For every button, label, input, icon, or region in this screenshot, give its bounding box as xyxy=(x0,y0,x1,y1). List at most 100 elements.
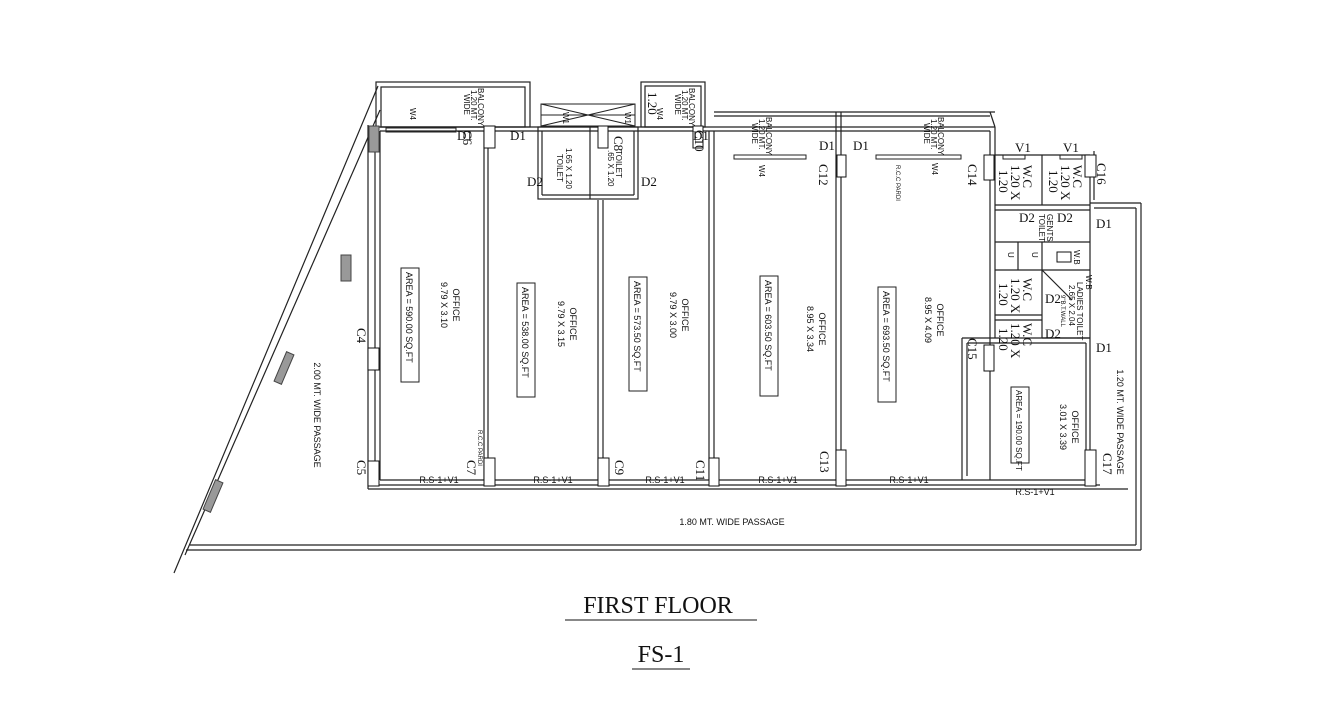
wc-size2: 1.20 xyxy=(996,283,1011,306)
column-label-c8: C8 xyxy=(611,136,626,151)
wash-basin xyxy=(1056,251,1072,263)
balcony-wide: WIDE xyxy=(922,123,931,144)
door-label-d1: D1 xyxy=(1096,216,1112,231)
window-label-v1: V1 xyxy=(1015,140,1031,155)
toilet-size: .65 X 1.20 xyxy=(606,150,615,187)
front-passage-label: 1.80 MT. WIDE PASSAGE xyxy=(679,517,784,527)
column-label-c15: C15 xyxy=(965,338,980,360)
door-label-d2: D2 xyxy=(1045,326,1061,341)
balcony-label: BALCONY xyxy=(476,88,485,127)
office-1-area: AREA = 590.00 SQ.FT xyxy=(404,272,414,363)
toilet-label: TOILET xyxy=(555,154,564,182)
toilet-size: 1.65 X 1.20 xyxy=(564,148,573,189)
door-label-d1: D1 xyxy=(693,128,709,143)
balcony-wide: WIDE xyxy=(750,123,759,144)
office-4-area: AREA = 603.50 SQ.FT xyxy=(763,280,773,371)
gents-toilet-label: GENTS xyxy=(1045,214,1054,242)
door-label-d1: D1 xyxy=(457,128,473,143)
column-label-c12: C12 xyxy=(816,164,831,186)
balcony-size: 1.20 MT. xyxy=(469,90,478,121)
door-label-d1: D1 xyxy=(510,128,526,143)
office-2-name: OFFICE xyxy=(568,308,578,341)
column-label-c9: C9 xyxy=(612,460,627,475)
column-marker xyxy=(368,125,380,153)
small-dimension: 1.20 xyxy=(645,92,660,115)
window-label-w4: W4 xyxy=(655,108,664,121)
drawing-code: FS-1 xyxy=(638,642,685,668)
column-marker xyxy=(692,125,704,149)
wc-label: W.C xyxy=(1070,165,1085,188)
toilet-label: TOILET xyxy=(614,150,623,178)
column-marker xyxy=(708,457,720,487)
wc-size2: 1.20 xyxy=(996,170,1011,193)
balcony-label: BALCONY xyxy=(687,88,696,127)
wc-size: 1.20 X xyxy=(1008,323,1023,359)
wc-size: 1.20 X xyxy=(1058,165,1073,201)
wc-label: W.C xyxy=(1020,165,1035,188)
wc-size2: 1.20 xyxy=(1046,170,1061,193)
column-label-c4: C4 xyxy=(354,328,369,344)
office-3-dims: 9.79 X 3.00 xyxy=(668,292,678,338)
right-passage-label: 1.20 MT. WIDE PASSAGE xyxy=(1115,369,1125,474)
column-marker xyxy=(597,457,610,487)
window-label-w4: W4 xyxy=(930,163,939,176)
rcc-label: R.C.C PARDI xyxy=(476,430,482,466)
balcony-size: 1.20 MT. xyxy=(757,119,766,150)
door-label-d2: D2 xyxy=(527,174,543,189)
column-label-c7: C7 xyxy=(464,460,479,476)
column-marker xyxy=(367,347,380,371)
ladies-toilet-label: LADIES TOILET xyxy=(1075,282,1084,341)
column-marker xyxy=(983,344,995,372)
office-3-area: AREA = 573.50 SQ.FT xyxy=(632,281,642,372)
window-label-w4: W4 xyxy=(757,165,766,178)
column-marker xyxy=(597,125,609,149)
wall-marker xyxy=(273,351,295,385)
balcony-size: 1.20 MT. xyxy=(680,90,689,121)
rcc-label: R.C.C PARDI xyxy=(894,165,900,201)
shutter-label: R.S-1+V1 xyxy=(533,475,572,485)
urinal-label: U xyxy=(1006,252,1015,258)
door-label-d1: D1 xyxy=(853,138,869,153)
column-marker xyxy=(483,125,496,149)
balcony-wide: WIDE xyxy=(673,94,682,115)
columns xyxy=(367,125,1097,487)
shutter-label: R.S-1+V1 xyxy=(645,475,684,485)
office-3-name: OFFICE xyxy=(680,299,690,332)
office-5-area: AREA = 693.50 SQ.FT xyxy=(881,291,891,382)
wall-note: 9"B.T.WALL xyxy=(1059,295,1065,328)
column-marker xyxy=(483,457,496,487)
wash-basin-label: W.B xyxy=(1084,275,1093,290)
office-6-dims: 3.01 X 3.39 xyxy=(1058,404,1068,450)
wc-size2: 1.20 xyxy=(996,328,1011,351)
balcony-label: BALCONY xyxy=(936,117,945,156)
wash-basin-label: W.B xyxy=(1072,250,1081,265)
shutter-label: R.S-1+V1 xyxy=(889,475,928,485)
window-label-w1: W1 xyxy=(623,112,632,125)
office-4-dims: 8.95 X 3.34 xyxy=(805,306,815,352)
column-marker xyxy=(835,449,847,487)
area-boxes xyxy=(400,267,1030,464)
shutter-label: R.S-1+V1 xyxy=(419,475,458,485)
wall-marker xyxy=(202,479,224,513)
column-label-c10: C10 xyxy=(692,130,707,152)
wc-size: 1.20 X xyxy=(1008,278,1023,314)
drawing-title: FIRST FLOOR xyxy=(583,593,733,619)
site-outline xyxy=(173,85,1142,574)
door-label-d2: D2 xyxy=(1019,210,1035,225)
window-label-w1: W1 xyxy=(561,112,570,125)
office-5-dims: 8.95 X 4.09 xyxy=(923,297,933,343)
balcony-wide: WIDE xyxy=(462,94,471,115)
window-label-v1: V1 xyxy=(1063,140,1079,155)
office-6-name: OFFICE xyxy=(1070,411,1080,444)
wc-label: W.C xyxy=(1020,323,1035,346)
door-label-d2: D2 xyxy=(641,174,657,189)
door-label-d2: D2 xyxy=(1045,291,1061,306)
column-marker xyxy=(367,460,380,487)
column-marker xyxy=(983,154,995,181)
office-2-area: AREA = 538.00 SQ.FT xyxy=(520,287,530,378)
main-block xyxy=(374,81,1100,486)
office-4-name: OFFICE xyxy=(817,313,827,346)
left-passage-label: 2.00 MT. WIDE PASSAGE xyxy=(312,362,322,467)
shutter-label: R.S-1+V1 xyxy=(1015,487,1054,497)
